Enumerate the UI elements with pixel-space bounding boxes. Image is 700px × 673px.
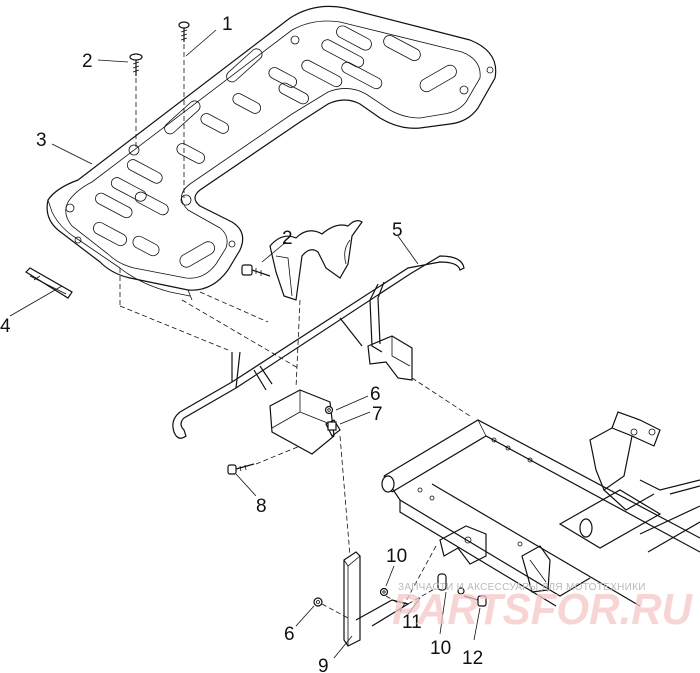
mount-bracket-left <box>269 389 341 455</box>
callout-6-lower: 6 <box>284 624 295 645</box>
bolt-2-mid-icon <box>241 264 271 277</box>
callout-1: 1 <box>222 14 233 35</box>
watermark-logo: PARTSFOR.RU <box>392 585 693 634</box>
callout-2-top: 2 <box>82 51 93 72</box>
callout-4: 4 <box>0 316 11 337</box>
nut-6-lower-icon <box>313 597 323 607</box>
callout-9: 9 <box>318 656 329 673</box>
vehicle-frame <box>381 411 700 607</box>
callout-10-upper: 10 <box>386 546 407 567</box>
support-bar <box>172 255 465 439</box>
mounting-support <box>269 220 363 301</box>
reflector-bracket <box>25 267 73 299</box>
leader-lines <box>9 29 481 659</box>
mount-post <box>343 551 410 647</box>
callout-12: 12 <box>462 648 483 669</box>
spacer-11-icon <box>437 573 447 591</box>
callout-8: 8 <box>256 496 267 517</box>
washer-7-icon <box>327 421 337 431</box>
bolt-8-icon <box>227 463 255 475</box>
alignment-lines <box>119 268 471 619</box>
washer-10-lower-icon <box>457 587 465 595</box>
watermark: ЗАПЧАСТИ И АКСЕССУАРЫ ДЛЯ МОТОТЕХНИКИ PA… <box>392 582 693 634</box>
washer-10-upper-icon <box>379 587 389 597</box>
callout-7: 7 <box>372 404 383 425</box>
rack-slots <box>93 25 457 268</box>
watermark-tagline: ЗАПЧАСТИ И АКСЕССУАРЫ ДЛЯ МОТОТЕХНИКИ <box>398 582 646 593</box>
callout-2-mid: 2 <box>282 228 293 249</box>
callout-labels: 1 2 3 4 2 5 6 7 8 10 11 6 10 12 9 <box>0 14 483 673</box>
callout-3: 3 <box>36 130 47 151</box>
screw-1-icon <box>178 21 190 42</box>
rear-rack <box>46 5 497 301</box>
callout-10-lower: 10 <box>430 638 451 659</box>
bolt-12-icon <box>463 595 487 607</box>
screw-2-top-icon <box>129 53 143 76</box>
nut-6-upper-icon <box>324 405 334 415</box>
callout-5: 5 <box>392 220 403 241</box>
mount-bracket-right <box>367 335 413 381</box>
callout-11: 11 <box>402 612 422 633</box>
callout-6-upper: 6 <box>370 384 381 405</box>
